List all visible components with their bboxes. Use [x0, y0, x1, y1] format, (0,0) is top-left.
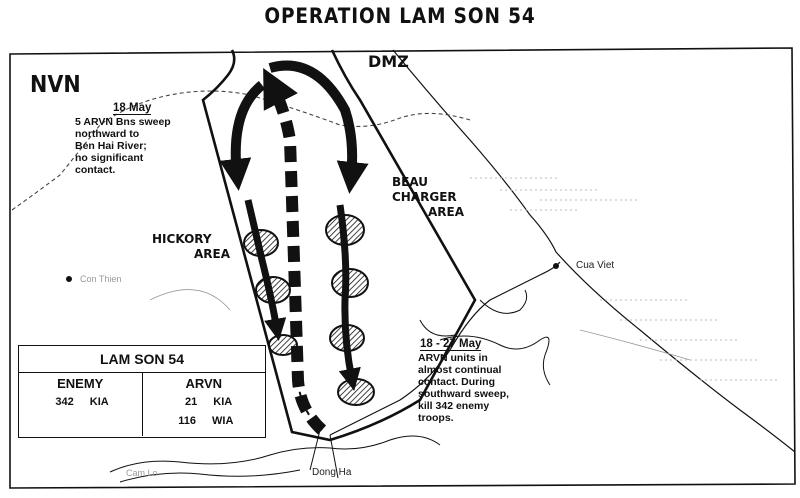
- enemy-contact: [337, 378, 375, 406]
- east-turn-arrow: [268, 60, 369, 194]
- estuary-channel-1: [439, 335, 551, 386]
- estuary-channel-2: [479, 289, 528, 314]
- con-thien-marker: [66, 276, 72, 282]
- east-southward-arrow: [336, 204, 361, 391]
- legend-title: LAM SON 54: [19, 346, 265, 373]
- west-turn-arrow: [219, 81, 266, 191]
- dmz-label: DMZ: [368, 52, 409, 71]
- operation-boundary: [201, 49, 477, 442]
- terrain-line: [149, 289, 691, 361]
- note-18-may: 18 May 5 ARVN Bns sweep northward to Ben…: [75, 102, 171, 176]
- coastline: [392, 49, 796, 453]
- note-18-27-may-heading: 18 - 27 May: [420, 338, 482, 351]
- northward-sweep-path: [297, 379, 323, 431]
- casualty-legend: LAM SON 54 ENEMY 342 KIA ARVN 21 KIA 116…: [18, 345, 266, 438]
- arvn-kia-row: 21 KIA: [185, 396, 233, 408]
- ben-hai-river: [11, 90, 471, 211]
- enemy-kia-row: 342 KIA: [55, 396, 109, 408]
- arvn-heading: ARVN: [185, 376, 223, 391]
- dong-ha-label: Dong Ha: [312, 467, 352, 478]
- nvn-label: NVN: [30, 72, 81, 98]
- enemy-column: ENEMY 342 KIA: [19, 373, 142, 436]
- enemy-contact: [331, 268, 369, 298]
- cua-viet-label: Cua Viet: [576, 260, 615, 271]
- southern-river-b: [119, 469, 301, 483]
- estuary-channel-3: [419, 319, 456, 337]
- southern-river: [109, 435, 441, 473]
- west-southward-arrow: [244, 199, 287, 342]
- cam-lo-label: Cam Lo: [126, 468, 158, 478]
- con-thien-label: Con Thien: [80, 274, 122, 284]
- cua-viet-marker: [553, 263, 559, 269]
- shore-shading: [470, 177, 780, 381]
- enemy-heading: ENEMY: [57, 376, 104, 391]
- hickory-area-label: HICKORY AREA: [152, 232, 231, 261]
- arvn-column: ARVN 21 KIA 116 WIA: [141, 373, 266, 436]
- map-title: OPERATION LAM SON 54: [264, 4, 536, 28]
- beau-charger-label: BEAU CHARGER AREA: [392, 175, 465, 219]
- note-18-27-may: 18 - 27 May ARVN units in almost continu…: [418, 338, 510, 424]
- arvn-wia-row: 116 WIA: [178, 415, 234, 427]
- note-18-may-heading: 18 May: [113, 102, 152, 115]
- map-frame: [9, 47, 796, 489]
- cua-viet-river: [329, 261, 561, 436]
- northward-sweep-arrow: [263, 67, 327, 435]
